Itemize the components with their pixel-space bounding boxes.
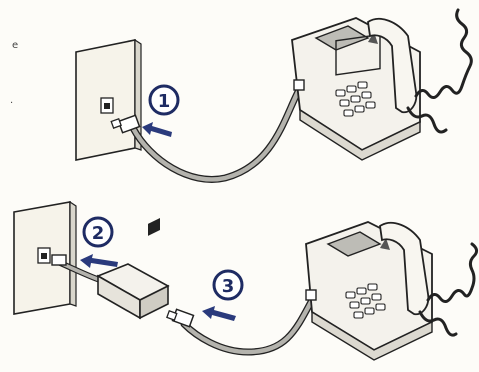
arrow-2: [80, 254, 118, 268]
step-3-badge: 3: [214, 271, 242, 299]
step-2-number: 2: [92, 223, 105, 244]
arrow-3: [202, 306, 236, 321]
arrow-1: [142, 122, 172, 137]
phone-cord-bottom: [184, 300, 312, 352]
coiled-cord-bottom: [428, 244, 477, 302]
step-1-badge: 1: [150, 86, 178, 114]
coiled-cord-top: [416, 10, 471, 98]
wall-plate-top: [76, 40, 141, 160]
edge-text-2: .: [10, 95, 13, 106]
telephone-top: [292, 18, 420, 160]
plug-bottom: [167, 309, 194, 326]
step-3-number: 3: [222, 276, 235, 297]
step-2-badge: 2: [84, 218, 112, 246]
bottom-scene: 2 3: [14, 202, 477, 360]
edge-text-1: e: [12, 40, 18, 51]
top-scene: 1: [76, 10, 471, 179]
step-1-number: 1: [158, 91, 171, 112]
telephone-bottom: [306, 222, 432, 360]
